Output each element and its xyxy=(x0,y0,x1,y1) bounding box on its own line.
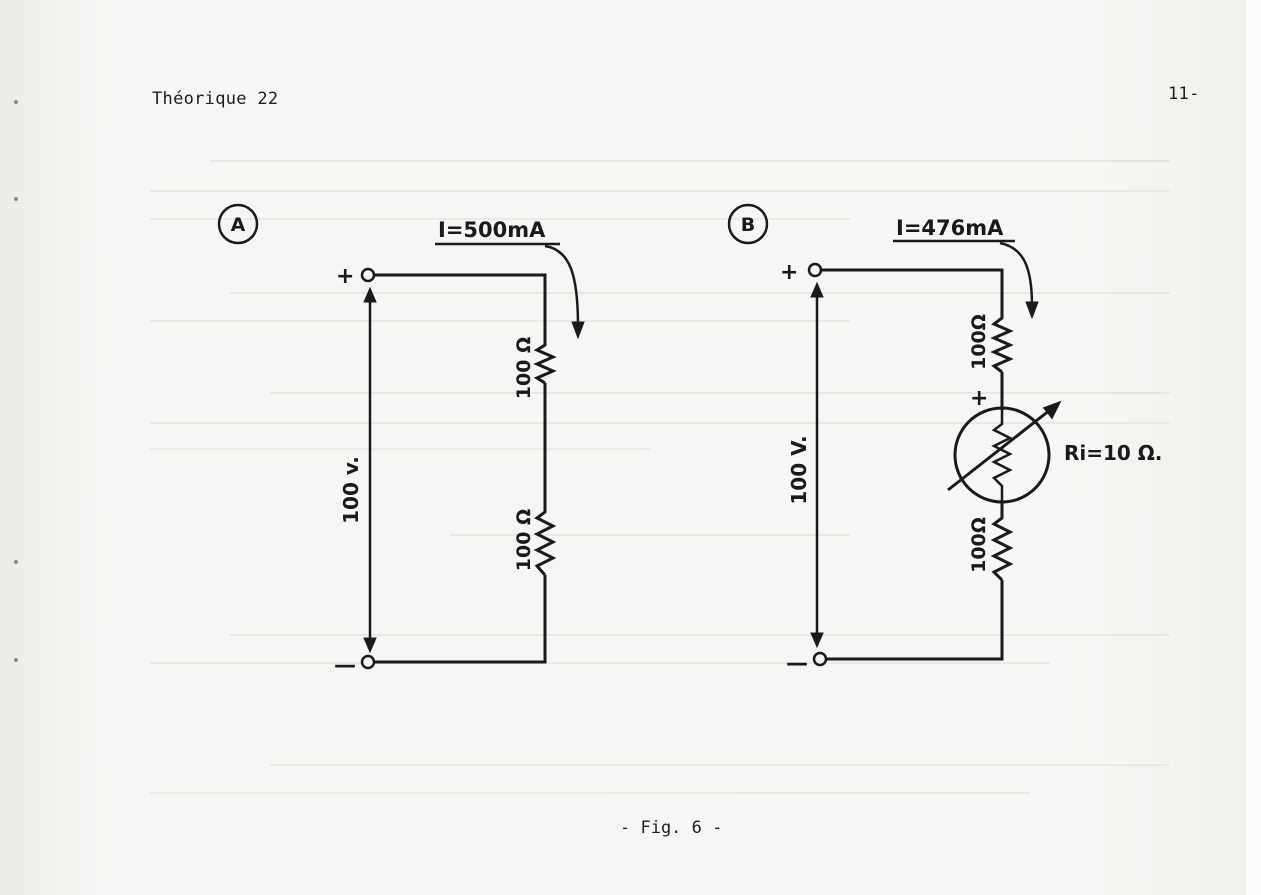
voltage-arrow-a-head-up xyxy=(363,286,377,303)
page-header-title: Théorique 22 xyxy=(152,89,279,109)
plus-label-a: + xyxy=(336,264,354,289)
margin-speck xyxy=(14,100,18,104)
current-label-b: I=476mA xyxy=(896,216,1004,240)
current-arrow-a-head xyxy=(571,321,585,340)
terminal-b-plus xyxy=(807,262,823,278)
wire-a-bottom xyxy=(375,575,547,664)
badge-a-label: A xyxy=(231,214,246,236)
terminal-a-minus xyxy=(360,654,376,670)
resistor-label-b-bottom: 100Ω xyxy=(968,517,990,573)
voltage-label-a: 100 v. xyxy=(339,456,363,524)
plus-label-b: + xyxy=(780,260,798,285)
wire-a-top xyxy=(375,273,547,340)
circuit-a xyxy=(217,203,585,670)
wire-b-bottom xyxy=(822,580,1004,661)
badge-a-circle xyxy=(217,203,259,245)
badge-b-circle xyxy=(727,203,769,245)
resistor-a-top xyxy=(533,340,557,385)
voltage-arrow-b-head-down xyxy=(810,632,824,649)
resistor-b-bottom xyxy=(990,512,1014,582)
resistor-a-bottom xyxy=(533,505,557,576)
wire-b-top xyxy=(822,268,1004,312)
page-number: 11- xyxy=(1168,84,1200,104)
resistor-label-a-bottom: 100 Ω xyxy=(513,509,535,571)
badge-b-label: B xyxy=(741,214,755,236)
margin-speck xyxy=(14,560,18,564)
minus-label-a: — xyxy=(334,653,356,678)
meter-plus-label: + xyxy=(970,386,988,411)
margin-speck xyxy=(14,658,18,662)
resistor-b-top xyxy=(990,312,1014,374)
figure-caption: - Fig. 6 - xyxy=(620,818,723,838)
voltage-label-b: 100 V. xyxy=(787,435,811,504)
meter-resistance-label: Ri=10 Ω. xyxy=(1064,441,1162,465)
resistor-label-a-top: 100 Ω xyxy=(513,337,535,399)
terminal-b-minus xyxy=(812,651,828,667)
meter-internal-resistor xyxy=(991,410,1013,500)
page-edge xyxy=(1246,0,1261,895)
current-arrow-b-head xyxy=(1025,301,1039,320)
circuit-b xyxy=(727,203,1062,667)
terminal-a-plus xyxy=(360,267,376,283)
margin-speck xyxy=(14,197,18,201)
variable-arrow xyxy=(947,408,1051,492)
current-label-a: I=500mA xyxy=(438,218,546,242)
voltage-arrow-a-head-down xyxy=(363,637,377,654)
meter-circle xyxy=(953,406,1051,504)
minus-label-b: — xyxy=(786,651,808,676)
voltage-arrow-b-head-up xyxy=(810,281,824,298)
variable-arrow-head xyxy=(1042,400,1062,420)
current-arrow-a xyxy=(544,244,580,327)
current-arrow-b xyxy=(999,241,1034,307)
resistor-label-b-top: 100Ω xyxy=(968,314,990,370)
